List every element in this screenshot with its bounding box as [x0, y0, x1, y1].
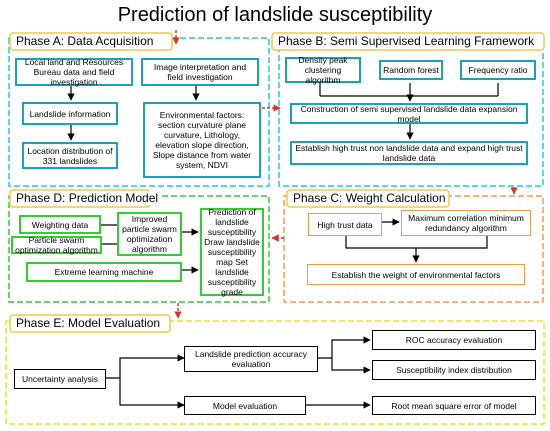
accuracy-evaluation-box: Landslide prediction accuracy evaluation	[184, 346, 318, 372]
diagram-title: Prediction of landslide susceptibility	[117, 4, 433, 26]
landslide-info-box: Landslide information	[22, 102, 118, 125]
arrow-c-join-h	[345, 236, 488, 249]
max-correlation-box: Maximum correlation minimum redundancy a…	[401, 210, 531, 236]
phase-a-label: Phase A: Data Acquisition	[14, 34, 156, 48]
establish-high-trust-box: Establish high trust non landslide data …	[290, 141, 528, 165]
image-interpretation-box: Image interpretation and field investiga…	[141, 58, 259, 86]
roc-evaluation-box: ROC accuracy evaluation	[372, 330, 536, 350]
phase-d-label: Phase D: Prediction Model	[14, 191, 161, 205]
susceptibility-index-box: Susceptibility index distribution	[372, 360, 536, 380]
phase-e-label: Phase E: Model Evaluation	[14, 316, 163, 330]
phase-e-frame	[5, 320, 545, 425]
model-evaluation-box: Model evaluation	[184, 396, 306, 415]
environmental-factors-box: Environmental factors: section curvature…	[143, 102, 261, 178]
frequency-ratio-box: Frequency ratio	[460, 60, 536, 80]
density-peak-box: Density peak clustering algorithm	[285, 55, 361, 85]
uncertainty-analysis-box: Uncertainty analysis	[14, 369, 106, 389]
arrow-e-accuracy-to-roc	[318, 336, 371, 359]
pso-algorithm-box: Particle swarm optimization algorithm	[11, 235, 102, 255]
phase-b-label: Phase B: Semi Supervised Learning Framew…	[276, 34, 537, 48]
arrow-e-uncertainty-split	[106, 354, 185, 379]
improved-pso-box: Improved particle swarm optimization alg…	[117, 212, 182, 256]
prediction-box: Prediction of landslide susceptibility D…	[200, 207, 264, 297]
local-land-box: Local land and Resources Bureau data and…	[15, 57, 133, 87]
arrow-e-uncertainty-to-model	[119, 378, 185, 409]
weighting-data-box: Weighting data	[19, 215, 101, 234]
arrow-e-accuracy-to-index	[331, 358, 371, 374]
elm-box: Extreme learning machine	[26, 262, 182, 282]
establish-weight-box: Establish the weight of environmental fa…	[307, 264, 525, 285]
location-distribution-box: Location distribution of 331 landslides	[22, 142, 118, 169]
construction-box: Construction of semi supervised landslid…	[290, 103, 528, 124]
phase-c-label: Phase C: Weight Calculation	[291, 191, 448, 205]
rmse-box: Root mean square error of model	[372, 396, 536, 415]
random-forest-box: Random forest	[379, 60, 443, 80]
high-trust-data-box: High trust data	[308, 213, 382, 236]
